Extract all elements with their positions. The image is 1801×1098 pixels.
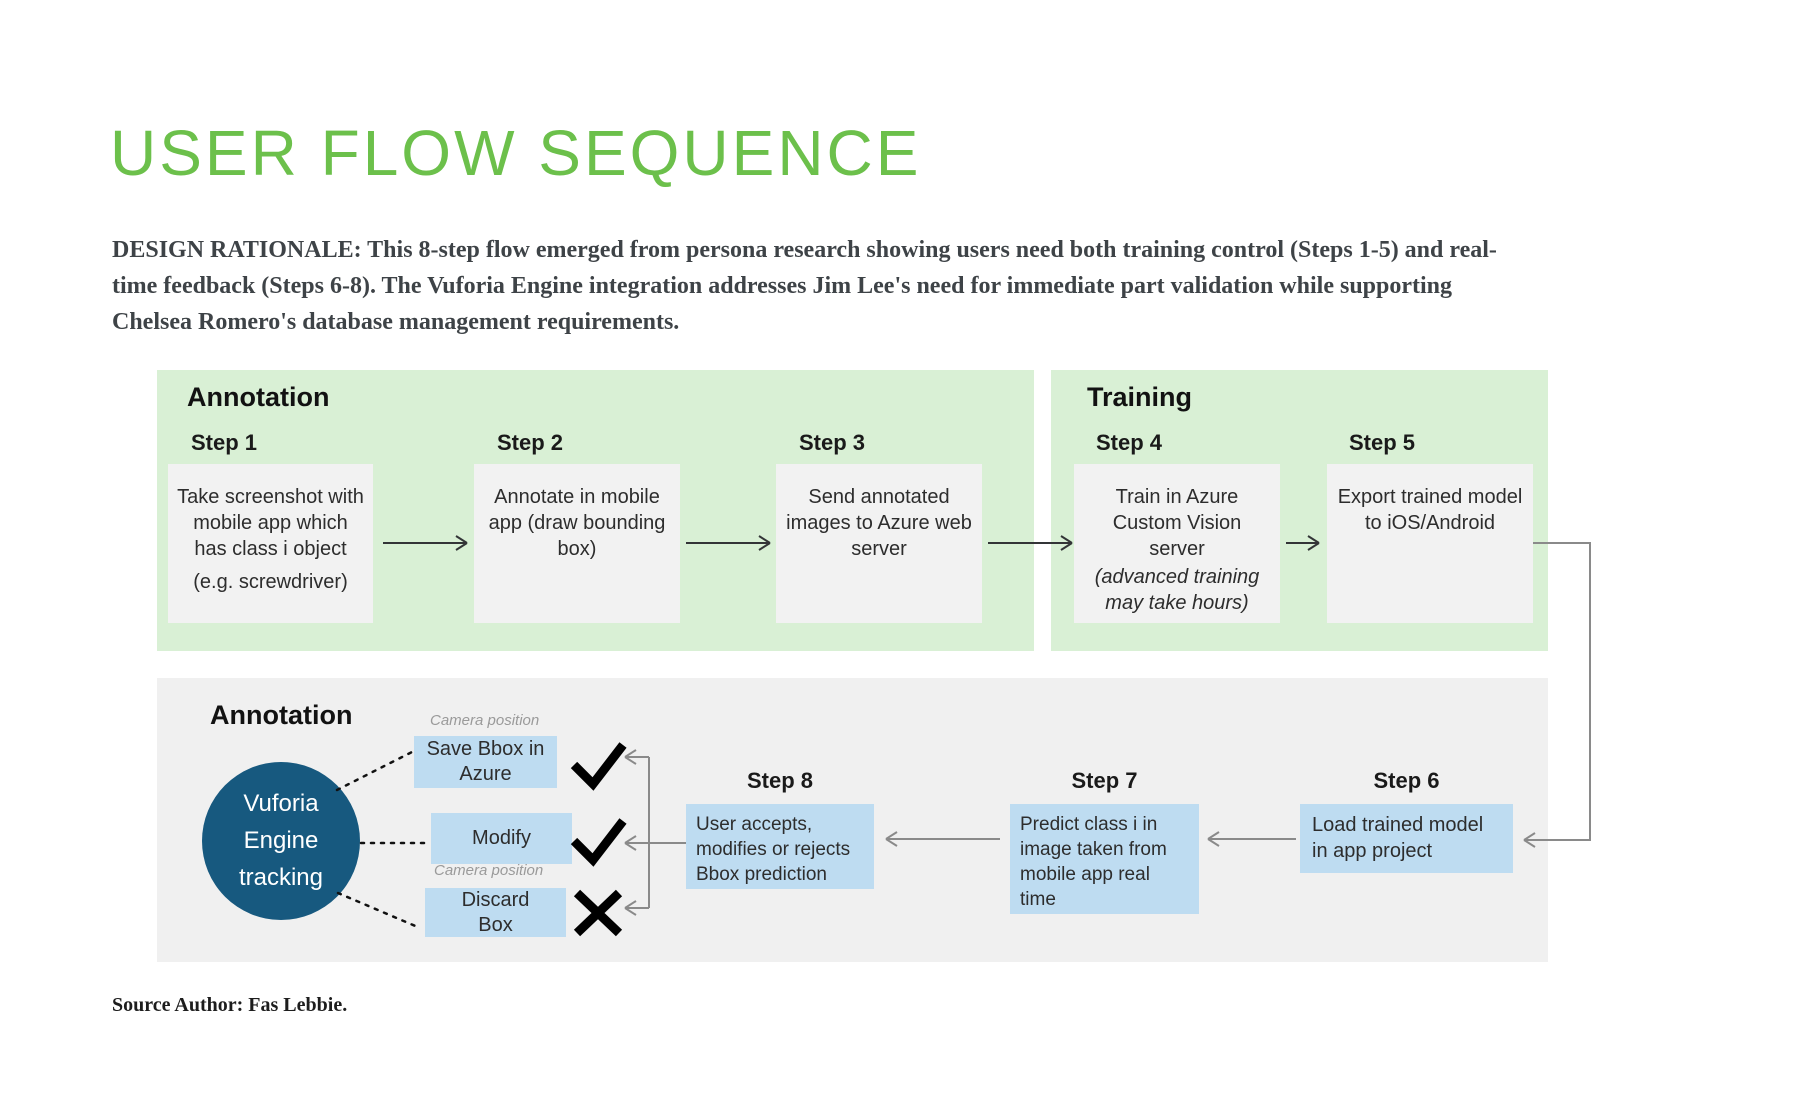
step4-box: Train in Azure Custom Vision server (adv… xyxy=(1074,464,1280,623)
vuforia-line-1: Vuforia xyxy=(243,790,319,817)
step8-box: User accepts, modifies or rejects Bbox p… xyxy=(686,804,874,889)
save-bbox-box: Save Bbox in Azure xyxy=(414,736,557,788)
step7-box: Predict class i in image taken from mobi… xyxy=(1010,804,1199,914)
vuforia-line-3: tracking xyxy=(238,864,324,891)
step6-label: Step 6 xyxy=(1373,768,1440,793)
rationale-line-2: time feedback (Steps 6-8). The Vuforia E… xyxy=(112,273,1453,299)
step3-text: Send annotated images to Azure web serve… xyxy=(786,486,972,560)
step3-label: Step 3 xyxy=(799,430,866,455)
step7-text: Predict class i in image taken from mobi… xyxy=(1020,814,1167,910)
step4-note: (advanced training may take hours) xyxy=(1094,566,1260,614)
save-bbox-text: Save Bbox in Azure xyxy=(426,738,545,785)
step5-label: Step 5 xyxy=(1349,430,1416,455)
step8-label: Step 8 xyxy=(746,768,814,793)
vuforia-engine-tracking-node: Vuforia Engine tracking xyxy=(202,762,360,920)
page-title: USER FLOW SEQUENCE xyxy=(110,117,922,189)
modify-text: Modify xyxy=(472,827,531,849)
discard-text: Discard Box xyxy=(461,888,530,936)
modify-box: Modify xyxy=(431,813,572,864)
vuforia-line-2: Engine xyxy=(243,827,319,854)
step3-box: Send annotated images to Azure web serve… xyxy=(776,464,982,623)
step2-label: Step 2 xyxy=(497,430,564,455)
rationale-line-3: Chelsea Romero's database management req… xyxy=(112,309,680,335)
step4-label: Step 4 xyxy=(1096,430,1163,455)
step1-box: Take screenshot with mobile app which ha… xyxy=(168,464,373,623)
annotation-panel-header: Annotation xyxy=(187,382,330,412)
discard-box: Discard Box xyxy=(425,888,566,937)
camera-position-label-top: Camera position xyxy=(430,712,540,729)
step2-box: Annotate in mobile app (draw bounding bo… xyxy=(474,464,680,623)
step4-text: Train in Azure Custom Vision server xyxy=(1112,486,1242,560)
step6-box: Load trained model in app project xyxy=(1300,804,1513,873)
step1-label: Step 1 xyxy=(191,430,258,455)
step8-text: User accepts, modifies or rejects Bbox p… xyxy=(696,814,851,885)
source-author: Source Author: Fas Lebbie. xyxy=(112,994,348,1016)
step5-text: Export trained model to iOS/Android xyxy=(1337,486,1523,534)
step5-box: Export trained model to iOS/Android xyxy=(1327,464,1533,623)
rationale-line-1: DESIGN RATIONALE: This 8-step flow emerg… xyxy=(112,237,1497,263)
training-panel-header: Training xyxy=(1087,382,1193,412)
step6-text: Load trained model in app project xyxy=(1312,814,1484,862)
realtime-annotation-header: Annotation xyxy=(210,700,353,730)
design-rationale: DESIGN RATIONALE: This 8-step flow emerg… xyxy=(112,232,1672,340)
camera-position-label-bottom: Camera position xyxy=(434,862,544,879)
step1-text: Take screenshot with mobile app which ha… xyxy=(177,486,364,560)
step2-text: Annotate in mobile app (draw bounding bo… xyxy=(488,486,666,560)
step7-label: Step 7 xyxy=(1071,768,1138,793)
step1-example: (e.g. screwdriver) xyxy=(193,571,348,593)
